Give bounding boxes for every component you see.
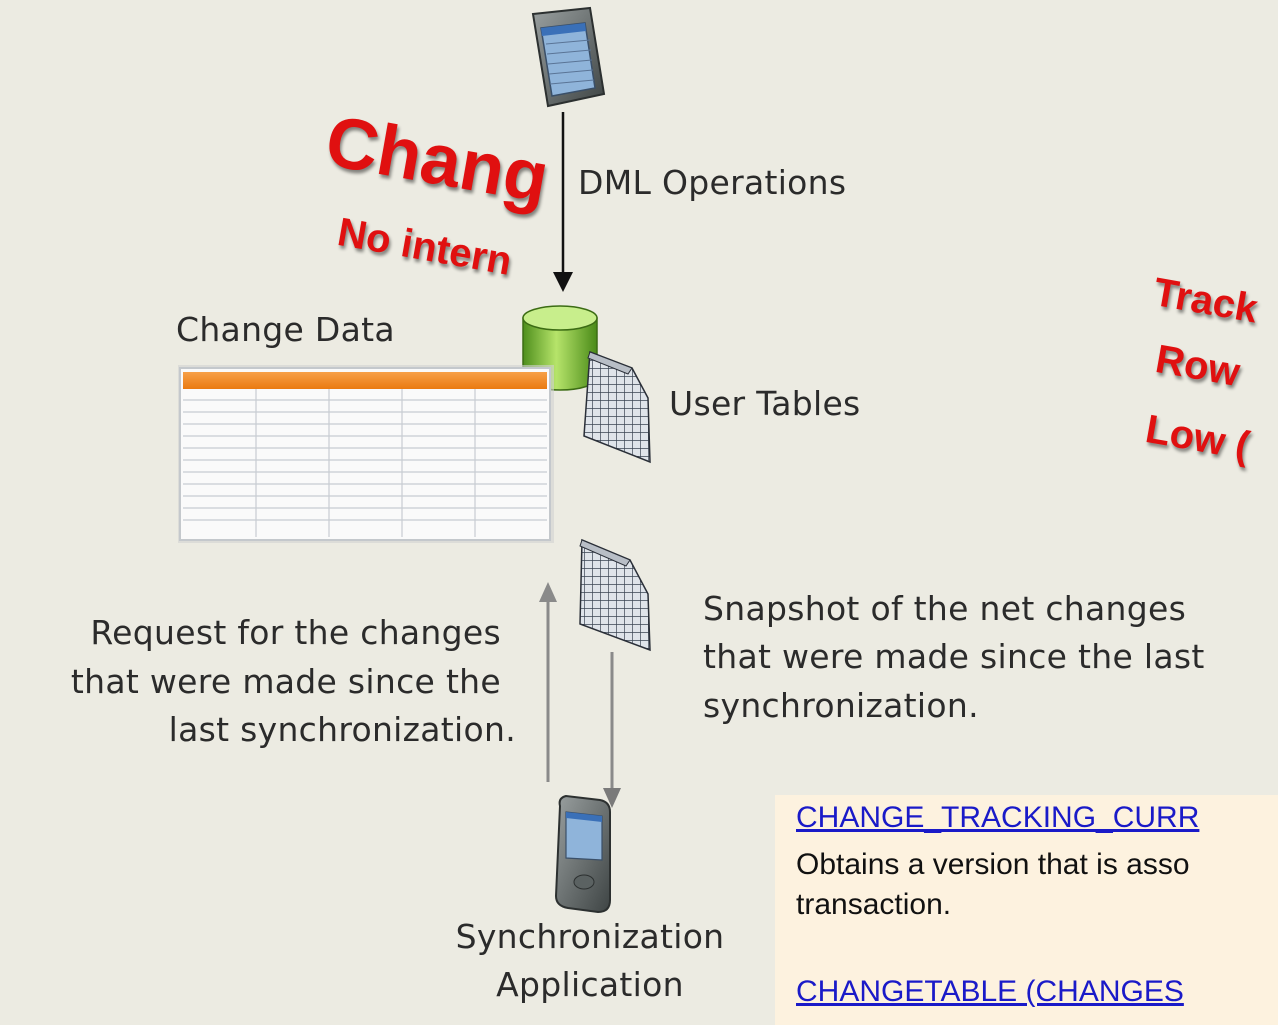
request-label-line3: last synchronization. [168, 710, 516, 749]
snapshot-icon [579, 538, 651, 652]
user-tables-icon [583, 350, 651, 464]
dml-operations-label: DML Operations [578, 163, 847, 202]
handheld-device-icon [554, 794, 611, 914]
change-data-table [178, 365, 554, 543]
changetable-changes-link[interactable]: CHANGETABLE (CHANGES [796, 975, 1184, 1008]
snapshot-label-line2: that were made since the last [703, 637, 1205, 676]
sync-app-label-line2: Application [496, 965, 684, 1004]
table-header-bar [183, 372, 547, 389]
request-arrow [539, 582, 557, 782]
user-tables-label: User Tables [669, 384, 861, 423]
function-description-line1: Obtains a version that is asso [796, 848, 1190, 881]
change-tracking-current-version-link[interactable]: CHANGE_TRACKING_CURR [796, 801, 1200, 834]
snapshot-label-line1: Snapshot of the net changes [703, 589, 1187, 628]
sync-app-label-line1: Synchronization [455, 917, 725, 956]
request-label-line2: that were made since the [70, 662, 501, 701]
function-description-line2: transaction. [796, 888, 952, 921]
snapshot-arrow [603, 652, 621, 808]
monitor-icon [531, 6, 606, 108]
snapshot-label-line3: synchronization. [703, 686, 979, 725]
function-info-box: CHANGE_TRACKING_CURR Obtains a version t… [775, 795, 1278, 1025]
request-label-line1: Request for the changes [90, 613, 501, 652]
dml-arrow [553, 112, 573, 292]
change-data-label: Change Data [176, 310, 395, 349]
